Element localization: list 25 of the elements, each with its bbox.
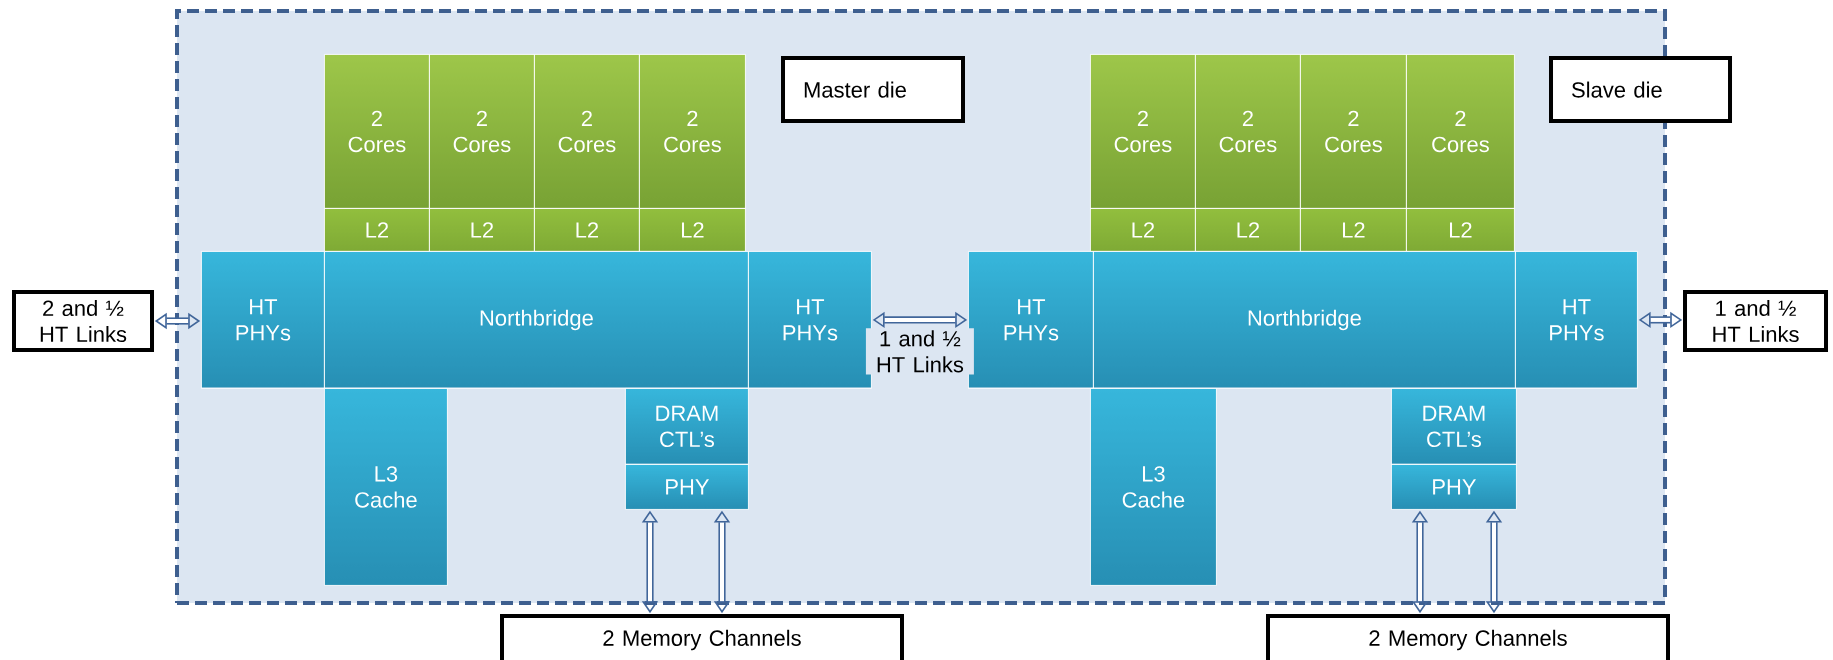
controller-block: DRAM CTL’s: [1391, 388, 1517, 465]
memory-box: 2 Memory Channels: [1266, 614, 1670, 660]
cache-block: L3 Cache: [324, 388, 448, 586]
label-box: Slave die: [1549, 56, 1732, 123]
edge-label: 1 and ½ HT Links: [865, 328, 974, 375]
cache-block: L2: [1090, 208, 1196, 252]
cache-block: L3 Cache: [1090, 388, 1217, 586]
phy-block: PHY: [625, 464, 749, 510]
phy-block: HT PHYs: [748, 251, 872, 389]
cache-block: L2: [639, 208, 746, 252]
link-box: 1 and ½ HT Links: [1683, 290, 1828, 352]
cache-block: L2: [1406, 208, 1515, 252]
cache-block: L2: [324, 208, 430, 252]
phy-block: HT PHYs: [1515, 251, 1638, 389]
link-box: 2 and ½ HT Links: [12, 290, 154, 352]
memory-box: 2 Memory Channels: [500, 614, 904, 660]
phy-block: HT PHYs: [201, 251, 325, 389]
cache-block: L2: [429, 208, 535, 252]
phy-block: PHY: [1391, 464, 1517, 510]
controller-block: DRAM CTL’s: [625, 388, 749, 465]
cache-block: L2: [1195, 208, 1301, 252]
phy-block: HT PHYs: [968, 251, 1094, 389]
cache-block: L2: [1300, 208, 1407, 252]
label-box: Master die: [781, 56, 965, 123]
cache-block: L2: [534, 208, 640, 252]
